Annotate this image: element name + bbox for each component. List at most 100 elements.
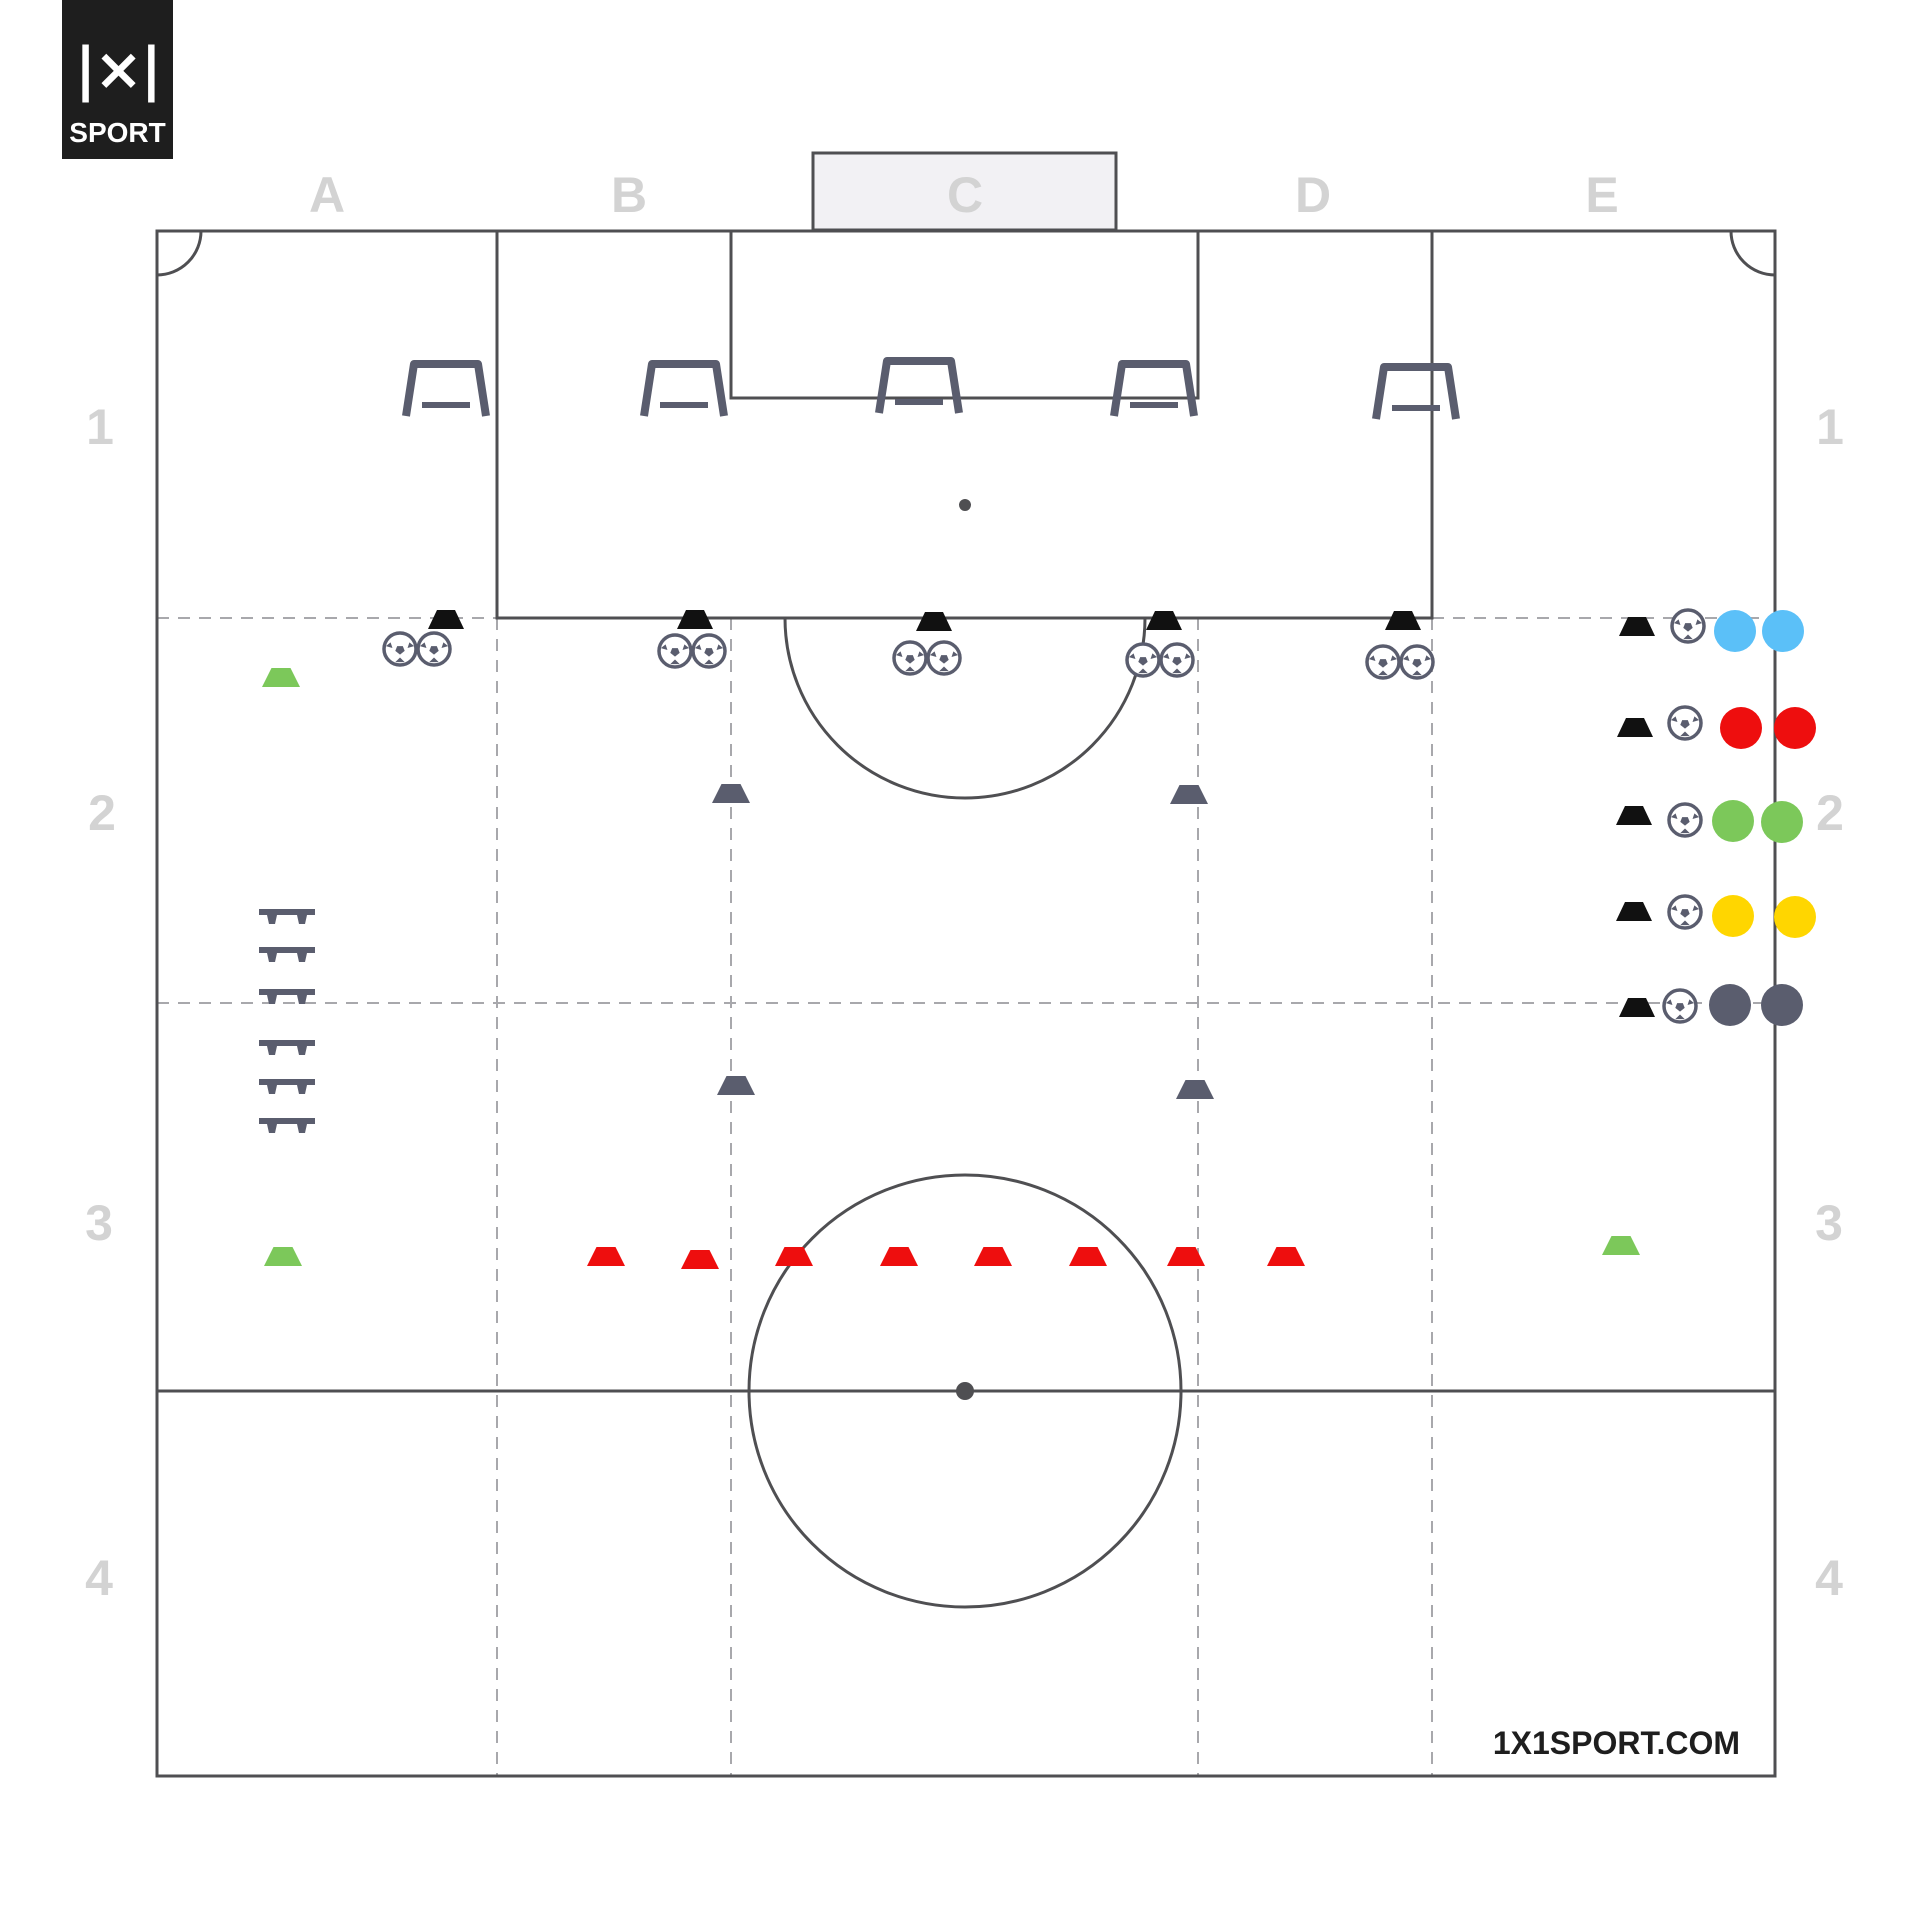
player-blue-2 [1762, 610, 1804, 652]
player-green-2 [1761, 801, 1803, 843]
hurdle-1 [259, 909, 315, 924]
ball-panel [1680, 731, 1690, 737]
team-blue-ball [1670, 608, 1706, 644]
row-label-right-4: 4 [1815, 1550, 1843, 1606]
mini-goal-1 [402, 360, 490, 417]
black-cone-1 [428, 610, 464, 629]
column-label-b: B [610, 167, 648, 223]
team-green-cone [1616, 806, 1652, 825]
ball-panel [1402, 655, 1410, 662]
ball-panel [419, 642, 427, 649]
ball-5-1 [1365, 644, 1401, 680]
ball-panel [1680, 720, 1690, 729]
red-cone-8 [1267, 1247, 1305, 1266]
ball-3-2 [926, 640, 962, 676]
ball-panel [385, 642, 393, 649]
ball-1-2 [416, 631, 452, 667]
row-label-left-2: 2 [88, 785, 116, 841]
ball-panel [395, 646, 405, 655]
gray-cone-4 [1176, 1080, 1214, 1099]
ball-1-1 [382, 631, 418, 667]
ball-panel [951, 651, 959, 658]
column-label-e: E [1585, 167, 1619, 223]
goal-area [729, 231, 1200, 400]
hurdle-foot [267, 1085, 277, 1094]
player-red-2 [1774, 707, 1816, 749]
ball-panel [1138, 657, 1148, 666]
column-label-d: D [1294, 167, 1332, 223]
penalty-spot [959, 499, 971, 511]
logo-mark: |×| [75, 35, 162, 103]
ball-panel [1172, 668, 1182, 674]
ball-panel [905, 655, 915, 664]
hurdle-4 [259, 1040, 315, 1055]
row-label-left-4: 4 [85, 1550, 113, 1606]
red-cone-4 [880, 1247, 918, 1266]
hurdle-bar [259, 1118, 315, 1124]
mini-goal-frame [1372, 363, 1460, 420]
ball-panel [429, 646, 439, 655]
ball-panel [1687, 999, 1695, 1006]
hurdle-6 [259, 1118, 315, 1133]
ball-2-2 [691, 633, 727, 669]
row-label-right-3: 3 [1815, 1195, 1843, 1251]
brand-logo: |×| SPORT [62, 0, 173, 159]
hurdle-bar [259, 909, 315, 915]
equipment-layer [259, 357, 1816, 1269]
player-gray-1 [1709, 984, 1751, 1026]
team-red-ball [1667, 705, 1703, 741]
ball-panel [1424, 655, 1432, 662]
hurdle-foot [267, 915, 277, 924]
black-cone-2 [677, 610, 713, 629]
mini-goal-5 [1372, 363, 1460, 420]
red-cone-7 [1167, 1247, 1205, 1266]
ball-panel [1680, 828, 1690, 834]
player-yellow-2 [1774, 896, 1816, 938]
ball-3-1 [892, 640, 928, 676]
hurdle-bar [259, 1040, 315, 1046]
mini-goal-4 [1110, 360, 1198, 417]
mini-goal-frame [1110, 360, 1198, 417]
ball-panel [682, 644, 690, 651]
ball-panel [1128, 653, 1136, 660]
gray-cone-3 [717, 1076, 755, 1095]
ball-panel [660, 644, 668, 651]
ball-panel [1692, 813, 1700, 820]
pitch-markings [155, 151, 1777, 1778]
red-cone-1 [587, 1247, 625, 1266]
hurdle-foot [297, 1085, 307, 1094]
hurdle-foot [297, 995, 307, 1004]
hurdle-bar [259, 947, 315, 953]
corner-arc-left [156, 230, 203, 277]
ball-panel [1675, 1003, 1685, 1012]
team-blue-cone [1619, 617, 1655, 636]
ball-5-2 [1399, 644, 1435, 680]
ball-panel [1680, 920, 1690, 926]
player-red-1 [1720, 707, 1762, 749]
red-cone-2 [681, 1250, 719, 1269]
hurdle-foot [267, 1124, 277, 1133]
ball-panel [1368, 655, 1376, 662]
column-label-a: A [308, 167, 346, 223]
ball-panel [1184, 653, 1192, 660]
hurdle-foot [267, 953, 277, 962]
row-label-right-1: 1 [1816, 399, 1844, 455]
ball-panel [704, 648, 714, 657]
hurdle-3 [259, 989, 315, 1004]
ball-panel [670, 659, 680, 665]
hurdle-foot [297, 953, 307, 962]
ball-panel [1695, 619, 1703, 626]
red-cone-6 [1069, 1247, 1107, 1266]
column-label-c: C [946, 167, 984, 223]
ball-panel [407, 642, 415, 649]
player-blue-1 [1714, 610, 1756, 652]
mini-goal-frame [640, 360, 728, 417]
penalty-arc [783, 617, 1147, 800]
ball-panel [1692, 905, 1700, 912]
gray-cone-1 [712, 784, 750, 803]
mini-goal-frame [875, 357, 963, 414]
ball-panel [1162, 653, 1170, 660]
ball-panel [895, 651, 903, 658]
player-gray-2 [1761, 984, 1803, 1026]
